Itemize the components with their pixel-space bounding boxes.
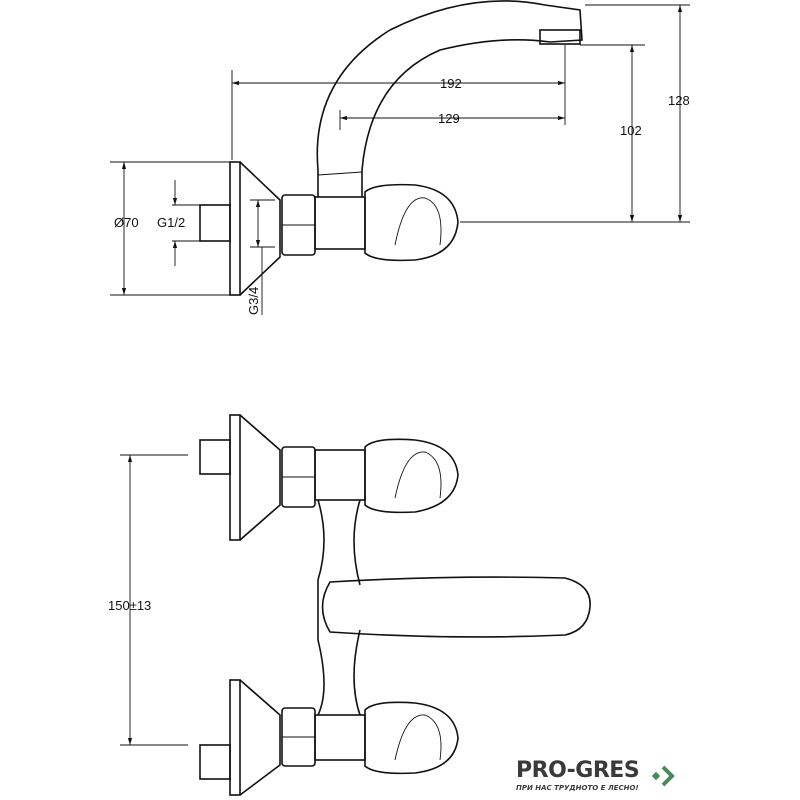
dim-diameter-70: Ø70 bbox=[114, 215, 139, 230]
dim-129: 129 bbox=[438, 111, 460, 126]
side-view bbox=[199, 0, 583, 296]
dim-128: 128 bbox=[668, 93, 690, 108]
spout bbox=[316, 0, 583, 197]
lower-handle bbox=[364, 701, 459, 775]
logo-arrow-icon bbox=[651, 765, 675, 787]
upper-body bbox=[314, 449, 366, 501]
front-view bbox=[199, 414, 591, 796]
handle bbox=[364, 183, 459, 262]
pro-gres-logo: PRO-GRES ПРИ НАС ТРУДНОТО Е ЛЕСНО! bbox=[516, 758, 675, 792]
upper-rosette bbox=[229, 414, 241, 541]
logo-name: PRO-GRES bbox=[516, 758, 640, 783]
rosette-cone bbox=[239, 161, 281, 296]
valve-body bbox=[314, 196, 366, 250]
rosette bbox=[229, 161, 241, 296]
upper-inlet-pipe bbox=[199, 439, 231, 475]
upper-handle bbox=[364, 438, 459, 514]
dim-192: 192 bbox=[440, 76, 462, 91]
lower-inlet-pipe bbox=[199, 744, 231, 780]
dim-102: 102 bbox=[620, 123, 642, 138]
dim-150: 150±13 bbox=[108, 598, 151, 613]
lower-body bbox=[314, 714, 366, 761]
center-body bbox=[317, 499, 361, 716]
aerator bbox=[539, 29, 581, 45]
dimensions-top bbox=[110, 4, 690, 315]
dim-g12: G1/2 bbox=[157, 215, 185, 230]
inlet-pipe bbox=[199, 204, 231, 242]
lower-rosette bbox=[229, 679, 241, 796]
dim-g34: G3/4 bbox=[246, 287, 261, 315]
logo-slogan: ПРИ НАС ТРУДНОТО Е ЛЕСНО! bbox=[516, 784, 639, 792]
dimensions-front bbox=[120, 454, 188, 746]
front-spout bbox=[321, 576, 591, 638]
